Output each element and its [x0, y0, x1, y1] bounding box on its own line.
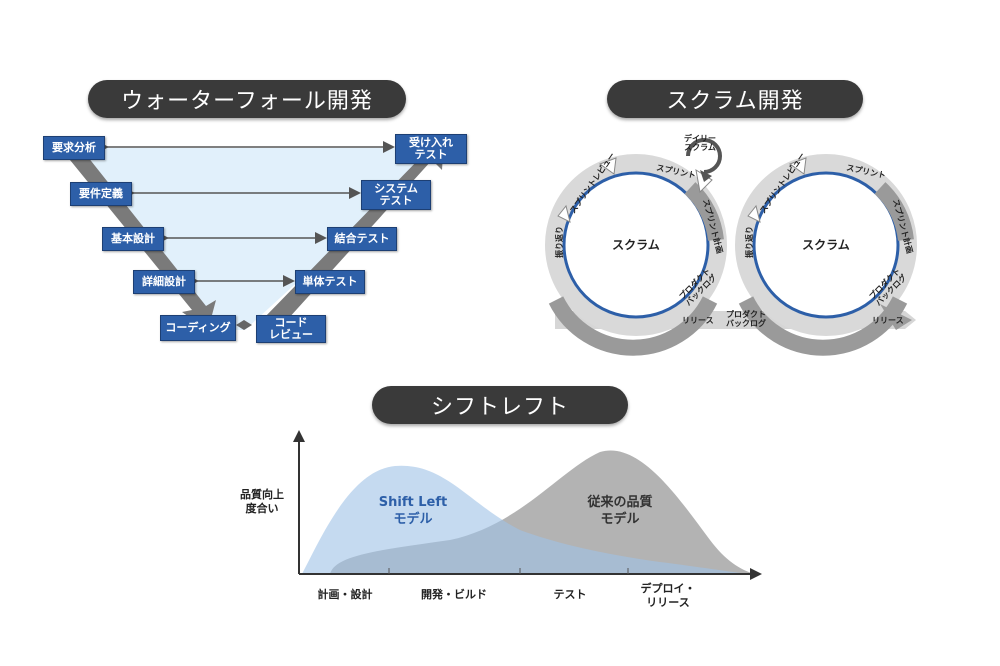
- phase-dev-build: 開発・ビルド: [421, 588, 487, 601]
- box-coding: コーディング: [160, 315, 236, 341]
- label-retro-left: 振り返り: [554, 226, 564, 258]
- waterfall-title: ウォーターフォール開発: [88, 80, 406, 118]
- box-integration-test: 結合テスト: [327, 227, 397, 251]
- label-retro-right: 振り返り: [744, 226, 754, 258]
- link-coding-review: [236, 320, 252, 330]
- box-requirements-analysis: 要求分析: [43, 136, 105, 160]
- shift-left-label: Shift Left モデル: [378, 495, 448, 527]
- daily-scrum-loop: [686, 138, 722, 174]
- phase-plan-design: 計画・設計: [317, 588, 373, 601]
- scrum-cycle-left: [545, 154, 727, 356]
- box-basic-design: 基本設計: [102, 227, 164, 251]
- scrum-title: スクラム開発: [607, 80, 863, 118]
- box-requirements-definition: 要件定義: [70, 182, 132, 206]
- phase-deploy-release: デプロイ・ リリース: [640, 582, 696, 609]
- box-code-review: コード レビュー: [256, 315, 326, 343]
- scrum-cycle-right: [735, 154, 917, 356]
- shift-left-model-area: [302, 465, 750, 574]
- daily-scrum-label: デイリー スクラム: [684, 134, 716, 152]
- box-detailed-design: 詳細設計: [133, 270, 195, 294]
- scrum-center-left: スクラム: [612, 238, 660, 252]
- shiftleft-title: シフトレフト: [372, 386, 628, 424]
- box-system-test: システム テスト: [361, 180, 431, 210]
- scrum-center-right: スクラム: [802, 238, 850, 252]
- y-axis-label: 品質向上 度合い: [240, 488, 284, 515]
- label-release-right: リリース: [872, 316, 904, 325]
- phase-test: テスト: [553, 588, 587, 601]
- box-unit-test: 単体テスト: [295, 270, 365, 294]
- label-release-left: リリース: [682, 316, 714, 325]
- traditional-label: 従来の品質 モデル: [587, 495, 653, 527]
- box-acceptance-test: 受け入れ テスト: [395, 134, 467, 164]
- backlog-label-mid: プロダクト バックログ: [726, 310, 766, 328]
